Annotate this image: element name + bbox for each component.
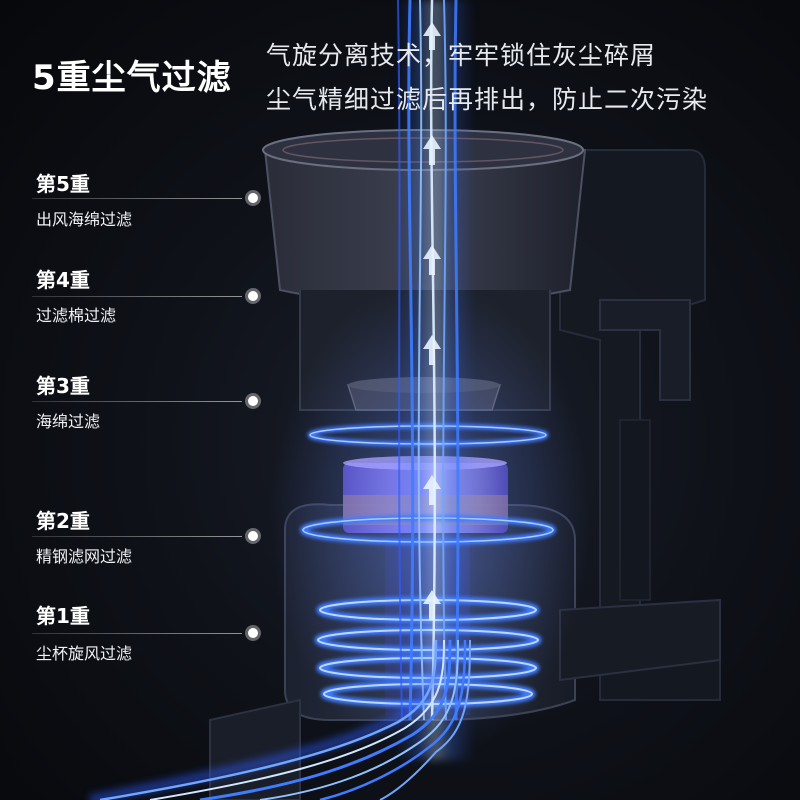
airflow-arrow-icon	[423, 22, 441, 620]
filter-stage-2: 第2重 精钢滤网过滤	[32, 505, 266, 566]
stage-1-name: 第1重	[36, 604, 90, 628]
stage-2-desc: 精钢滤网过滤	[36, 547, 133, 566]
indicator-dot-icon	[248, 291, 258, 301]
stage-5-desc: 出风海绵过滤	[36, 210, 133, 229]
filter-stage-1: 第1重 尘杯旋风过滤	[32, 600, 266, 663]
vacuum-handle-outline	[559, 149, 721, 701]
stage-4-desc: 过滤棉过滤	[36, 306, 117, 325]
intake-airflow	[89, 639, 471, 800]
stage-1-desc: 尘杯旋风过滤	[36, 644, 133, 663]
page-title: 5重尘气过滤	[32, 58, 232, 98]
airflow-beams	[395, 0, 475, 760]
indicator-dot-icon	[248, 628, 258, 638]
stage-3-name: 第3重	[36, 374, 90, 398]
subtitle-line-1: 气旋分离技术，牢牢锁住灰尘碎屑	[266, 41, 657, 70]
stage-5-leader-line	[32, 198, 242, 199]
indicator-dot-icon	[248, 396, 258, 406]
filter-stage-4: 第4重 过滤棉过滤	[32, 264, 266, 325]
indicator-dot-icon	[248, 193, 258, 203]
stage-4-leader-line	[32, 296, 242, 297]
filter-stage-5: 第5重 出风海绵过滤	[32, 168, 266, 229]
stage-5-name: 第5重	[36, 172, 90, 196]
stage-2-name: 第2重	[36, 509, 90, 533]
filter-stage-3: 第3重 海绵过滤	[32, 370, 266, 431]
stage-2-leader-line	[32, 536, 242, 537]
stage-1-leader-line	[32, 633, 242, 634]
stage-3-desc: 海绵过滤	[36, 412, 101, 431]
indicator-dot-icon	[248, 531, 258, 541]
stage-4-name: 第4重	[36, 268, 90, 292]
subtitle-line-2: 尘气精细过滤后再排出，防止二次污染	[266, 85, 709, 114]
stage-3-leader-line	[32, 401, 242, 402]
